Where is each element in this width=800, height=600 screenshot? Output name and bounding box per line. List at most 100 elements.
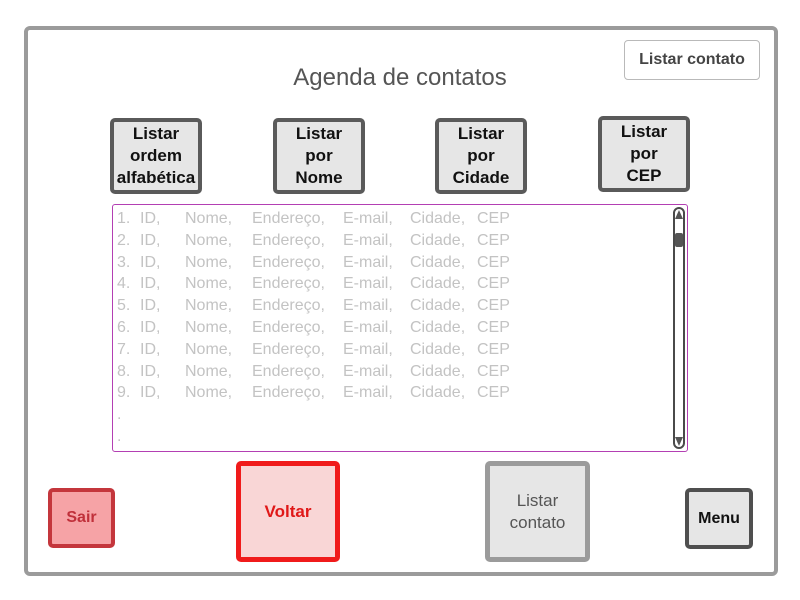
row-city: Cidade, (410, 210, 466, 227)
row-email: E-mail, (343, 275, 393, 293)
row-name: Nome, (185, 297, 233, 315)
button-line: Listar (295, 124, 343, 143)
row-name: Nome, (185, 318, 233, 336)
row-city: Cidade, (410, 297, 466, 315)
list-item[interactable]: 7.ID,Nome,Endereço,E-mail,Cidade,CEP (117, 339, 669, 361)
row-address: Endereço, (252, 384, 325, 402)
row-name: Nome, (185, 340, 233, 358)
button-line: por (630, 144, 658, 163)
row-city: Cidade, (410, 275, 466, 293)
row-name: Nome, (185, 384, 233, 402)
list-contact-button[interactable]: Listar contato (485, 461, 590, 562)
list-item[interactable]: 5. ID, Nome, Endereço, E-mail, Cidade, CEP (117, 295, 669, 317)
row-cep: CEP (477, 297, 510, 315)
row-address: Endereço, (252, 362, 325, 380)
scroll-thumb[interactable] (675, 233, 683, 247)
current-screen-button[interactable]: Listar contato (624, 40, 760, 80)
list-continuation: . (117, 427, 122, 445)
row-cep: CEP (477, 340, 510, 358)
menu-button[interactable]: Menu (685, 488, 753, 549)
row-name: Nome, (185, 253, 233, 271)
row-number: 7. (117, 340, 131, 358)
scroll-up-arrow-icon[interactable] (675, 210, 683, 219)
row-city: Cidade, (410, 253, 466, 271)
row-city: Cidade, (410, 318, 466, 336)
row-name: Nome, (185, 275, 233, 293)
row-id: ID, (140, 340, 161, 358)
row-address: Endereço, (252, 297, 325, 315)
row-id: ID, (140, 231, 161, 249)
button-line: Listar (620, 122, 668, 141)
row-cep: CEP (477, 253, 510, 271)
row-address: Endereço, (252, 275, 325, 293)
button-line: por (305, 146, 333, 165)
row-cep: CEP (477, 231, 510, 249)
row-email: E-mail, (343, 231, 393, 249)
button-line: contato (509, 512, 566, 532)
button-line: Nome (295, 168, 343, 187)
row-id: ID, (140, 210, 161, 227)
sort-by-city-button[interactable]: Listar por Cidade (435, 118, 527, 194)
row-number: 6. (117, 318, 131, 336)
row-number: 5. (117, 297, 131, 315)
row-id: ID, (140, 253, 161, 271)
sort-alphabetical-button[interactable]: Listar ordem alfabética (110, 118, 202, 194)
row-address: Endereço, (252, 318, 325, 336)
row-number: 4. (117, 275, 131, 293)
row-cep: CEP (477, 275, 510, 293)
button-line: por (467, 146, 495, 165)
list-continuation: . (117, 406, 122, 424)
row-email: E-mail, (343, 253, 393, 271)
row-number: 9. (117, 384, 131, 402)
button-line: Listar (132, 124, 180, 143)
row-number: 1. (117, 210, 131, 227)
sort-by-name-button[interactable]: Listar por Nome (273, 118, 365, 194)
row-city: Cidade, (410, 231, 466, 249)
row-id: ID, (140, 297, 161, 315)
row-number: 3. (117, 253, 131, 271)
row-city: Cidade, (410, 362, 466, 380)
row-cep: CEP (477, 210, 510, 227)
list-item[interactable]: 1. ID, Nome, Endereço, E-mail, Cidade, CEP (117, 208, 669, 230)
row-address: Endereço, (252, 253, 325, 271)
back-button[interactable]: Voltar (236, 461, 340, 562)
list-item[interactable]: 4. ID, Nome, Endereço, E-mail, Cidade, CEP (117, 273, 669, 295)
row-name: Nome, (185, 362, 233, 380)
row-address: Endereço, (252, 340, 325, 358)
button-line: ordem (130, 146, 182, 165)
row-id: ID, (140, 384, 161, 402)
list-item[interactable]: 3. ID, Nome, Endereço, E-mail, Cidade, CEP (117, 252, 669, 274)
row-id: ID, (140, 362, 161, 380)
row-cep: CEP (477, 318, 510, 336)
row-address: Endereço, (252, 231, 325, 249)
button-line: Listar (457, 124, 505, 143)
row-name: Nome, (185, 210, 233, 227)
button-line: CEP (626, 166, 662, 185)
button-line: Listar (516, 490, 559, 510)
row-cep: CEP (477, 384, 510, 402)
row-number: 2. (117, 231, 131, 249)
contacts-list[interactable]: 1. ID, Nome, Endereço, E-mail, Cidade, CEP 2. ID… (112, 204, 688, 452)
row-address: Endereço, (252, 210, 325, 227)
list-item[interactable]: 2. ID, Nome, Endereço, E-mail, Cidade, CEP (117, 230, 669, 252)
scroll-down-arrow-icon[interactable] (675, 437, 683, 446)
exit-button[interactable]: Sair (48, 488, 115, 548)
sort-by-cep-button[interactable]: Listar por CEP (598, 116, 690, 192)
row-number: 8. (117, 362, 131, 380)
contacts-list-rows: 1. ID, Nome, Endereço, E-mail, Cidade, CEP 2. ID… (117, 208, 669, 448)
row-email: E-mail, (343, 210, 393, 227)
row-email: E-mail, (343, 297, 393, 315)
list-item[interactable]: 6. ID, Nome, Endereço, E-mail, Cidade, CEP (117, 317, 669, 339)
row-id: ID, (140, 275, 161, 293)
row-city: Cidade, (410, 340, 466, 358)
vertical-scrollbar[interactable] (673, 207, 685, 449)
list-item[interactable]: 8.ID,Nome,Endereço,E-mail,Cidade,CEP (117, 361, 669, 383)
row-cep: CEP (477, 362, 510, 380)
list-item[interactable]: 9.ID,Nome,Endereço,E-mail,Cidade,CEP (117, 382, 669, 404)
row-name: Nome, (185, 231, 233, 249)
button-line: alfabética (116, 168, 196, 187)
row-email: E-mail, (343, 318, 393, 336)
row-id: ID, (140, 318, 161, 336)
button-line: Cidade (452, 168, 510, 187)
row-email: E-mail, (343, 384, 393, 402)
